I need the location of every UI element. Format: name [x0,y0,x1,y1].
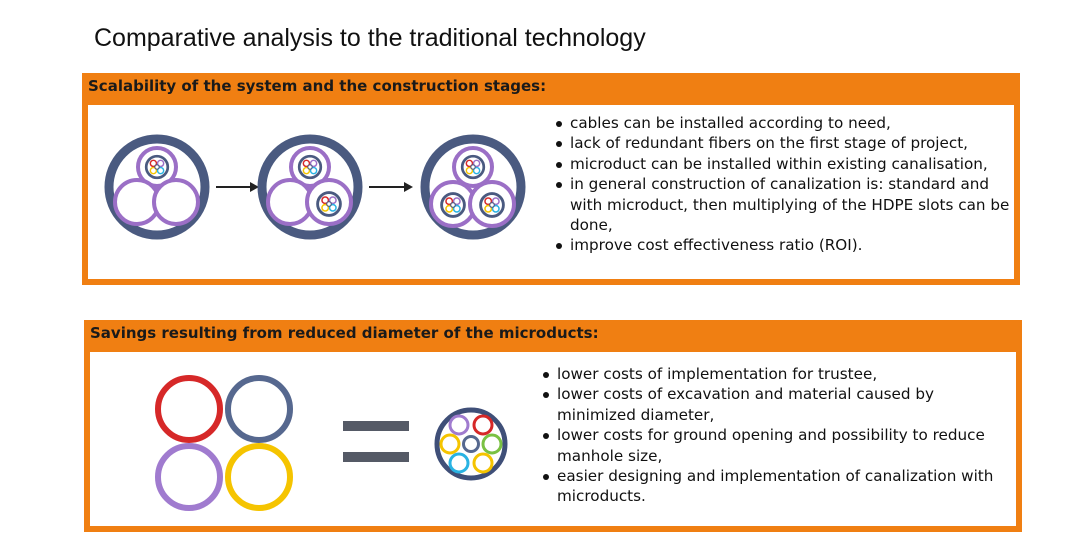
page-title: Comparative analysis to the traditional … [94,24,646,52]
arrow-2-icon [369,182,413,192]
scalability-panel-header: Scalability of the system and the constr… [88,77,547,95]
list-item: microduct can be installed within existi… [556,154,1018,174]
purple-duct [155,443,223,511]
list-item: lower costs of implementation for truste… [543,364,1013,384]
scalability-panel: Scalability of the system and the constr… [82,73,1020,285]
scalability-panel-body [88,105,1014,279]
savings-panel-header: Savings resulting from reduced diameter … [90,324,599,342]
red-duct [155,375,223,443]
list-item: lack of redundant fibers on the first st… [556,133,1018,153]
duct-stage-3 [420,134,526,240]
list-item: in general construction of canalization … [556,174,1018,235]
microduct-bundle-icon [434,407,508,481]
list-item: lower costs for ground opening and possi… [543,425,1013,466]
list-item: lower costs of excavation and material c… [543,384,1013,425]
equals-icon [343,421,409,462]
list-item: easier designing and implementation of c… [543,466,1013,507]
list-item: improve cost effectiveness ratio (ROI). [556,235,1018,255]
duct-stage-2 [257,134,363,240]
scalability-bullet-list: cables can be installed according to nee… [556,113,1018,256]
list-item: cables can be installed according to nee… [556,113,1018,133]
savings-bullet-list: lower costs of implementation for truste… [543,364,1013,507]
blue-duct [225,375,293,443]
arrow-1-icon [216,182,259,192]
duct-stage-1 [104,134,210,240]
yellow-duct [225,443,293,511]
